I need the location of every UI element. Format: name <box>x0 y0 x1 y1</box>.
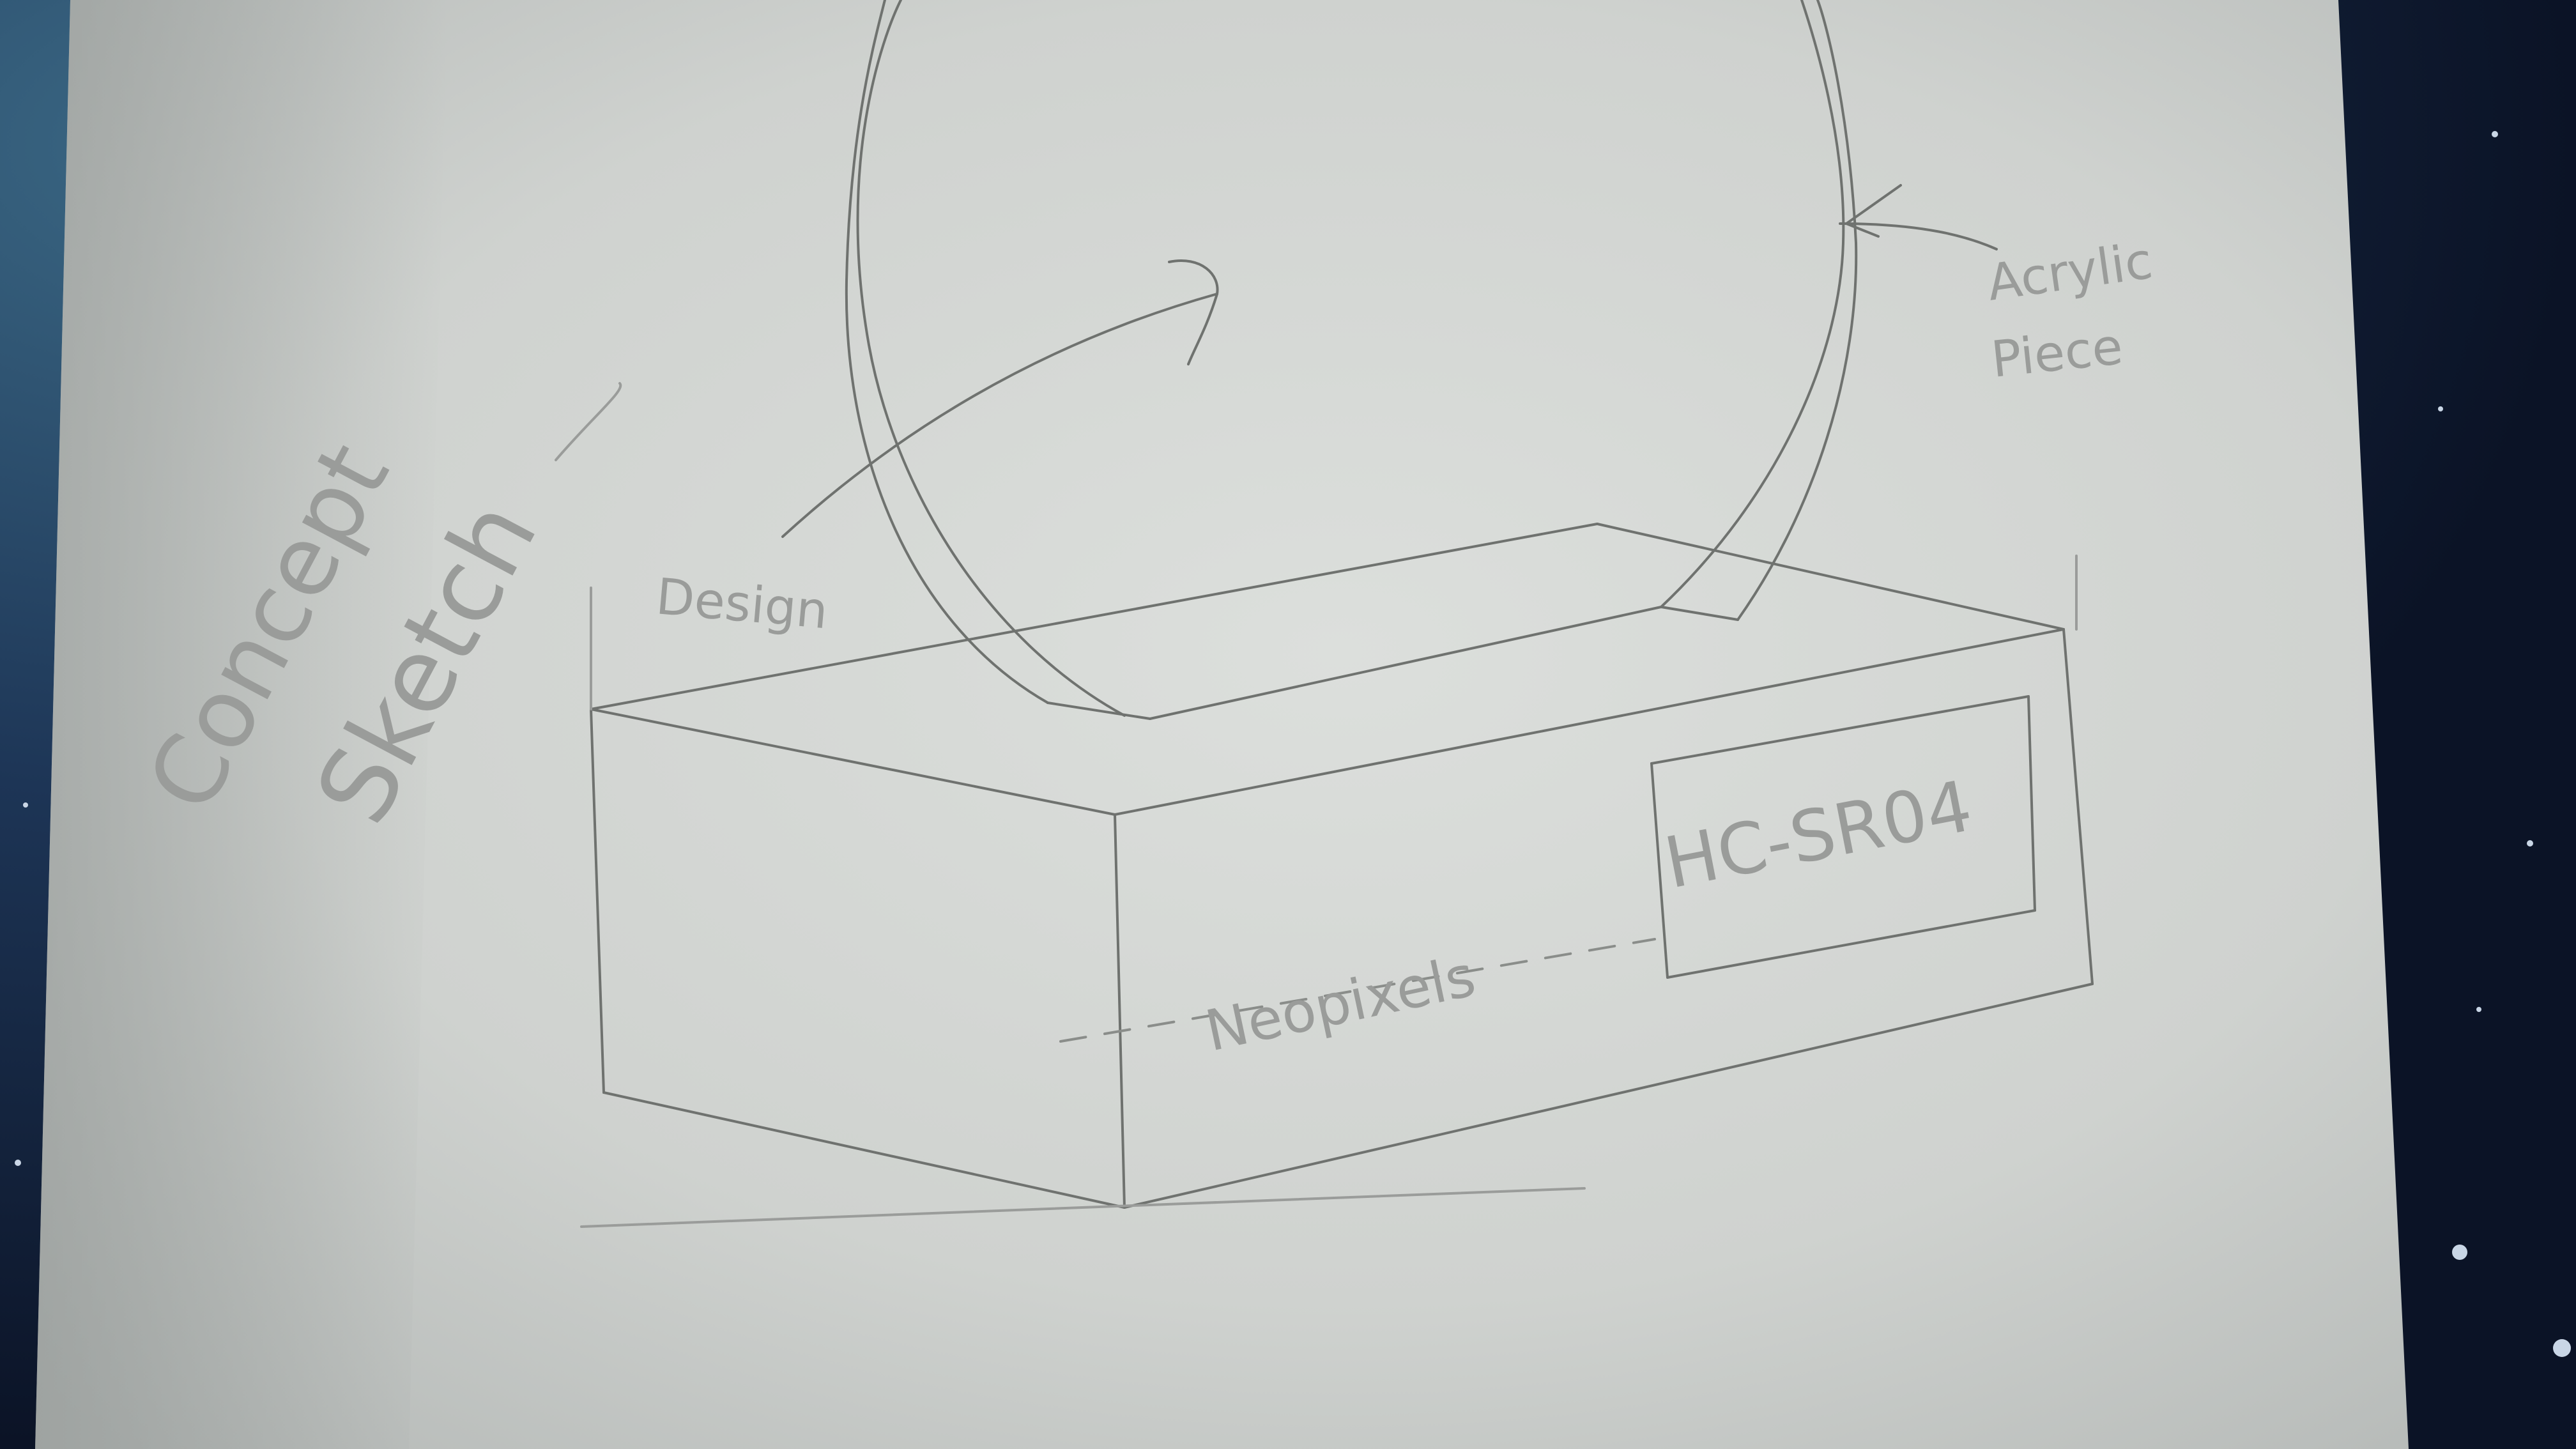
sensor-rectangle <box>1650 695 2036 979</box>
paper-sheet <box>35 0 2409 1449</box>
neopixels-leader-line <box>1059 938 1656 1043</box>
title-flourish <box>555 382 622 461</box>
enclosure-box <box>580 523 2094 1228</box>
paper-shadow <box>35 0 447 1449</box>
acrylic-pointer <box>1839 184 1998 250</box>
acrylic-ring <box>845 0 1858 720</box>
pencil-drawing <box>555 0 2094 1228</box>
design-arrow <box>781 259 1219 538</box>
background-stars <box>15 131 2571 1357</box>
acrylic-label-line2: Piece <box>1989 318 2126 389</box>
